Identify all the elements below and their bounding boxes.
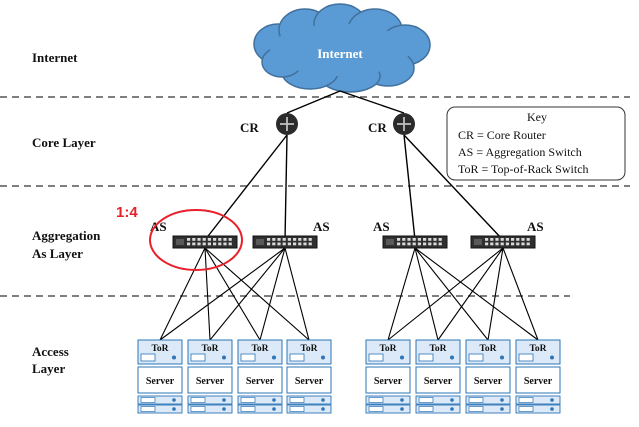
tor-label: ToR [201,344,218,354]
aggregation-switch: AS [252,219,330,249]
layer-dividers [0,96,630,297]
tor-label: ToR [151,344,168,354]
aggregation-switch-label: AS [373,219,390,234]
tor-label: ToR [379,344,396,354]
connection-lines [204,90,504,241]
server-rack: ToR Server [515,339,561,414]
aggregation-switch: AS [470,219,544,249]
layer-label-internet: Internet [32,50,78,65]
server-rack: ToR Server [137,339,183,414]
layer-label-aggregation-line2: As Layer [32,246,83,261]
server-label: Server [196,376,225,387]
server-label: Server [424,376,453,387]
server-label: Server [295,376,324,387]
server-rack: ToR Server [465,339,511,414]
layer-label-aggregation-line1: Aggregation [32,228,101,243]
legend-key: Key CR = Core Router AS = Aggregation Sw… [446,106,626,181]
cloud-label: Internet [317,46,363,61]
server-rack: ToR Server [365,339,411,414]
tor-label: ToR [479,344,496,354]
layer-label-core: Core Layer [32,135,96,150]
aggregation-switch-label: AS [527,219,544,234]
key-title: Key [527,110,547,124]
server-label: Server [246,376,275,387]
tor-label: ToR [529,344,546,354]
aggregation-switch-label: AS [313,219,330,234]
aggregation-switch-label: AS [150,219,167,234]
server-rack: ToR Server [237,339,283,414]
server-rack: ToR Server [415,339,461,414]
core-router-1: CR [240,113,298,135]
internet-cloud: Internet [253,3,431,93]
aggregation-switch: AS [150,219,238,249]
server-rack: ToR Server [187,339,233,414]
core-router-label: CR [368,120,387,135]
key-item-cr: CR = Core Router [458,128,546,142]
key-item-tor: ToR = Top-of-Rack Switch [458,162,589,176]
core-router-2: CR [368,113,415,135]
tor-label: ToR [251,344,268,354]
aggregation-switch: AS [373,219,448,249]
aggregation-access-lines [159,247,539,341]
core-router-label: CR [240,120,259,135]
server-label: Server [524,376,553,387]
tor-label: ToR [300,344,317,354]
key-item-as: AS = Aggregation Switch [458,145,582,159]
layer-label-access-line1: Access [32,344,69,359]
server-label: Server [374,376,403,387]
tor-label: ToR [429,344,446,354]
server-rack: ToR Server [286,339,332,414]
server-label: Server [474,376,503,387]
server-label: Server [146,376,175,387]
layer-label-access-line2: Layer [32,361,65,376]
oversubscription-annotation: 1:4 [116,204,243,271]
ratio-label: 1:4 [116,204,138,221]
